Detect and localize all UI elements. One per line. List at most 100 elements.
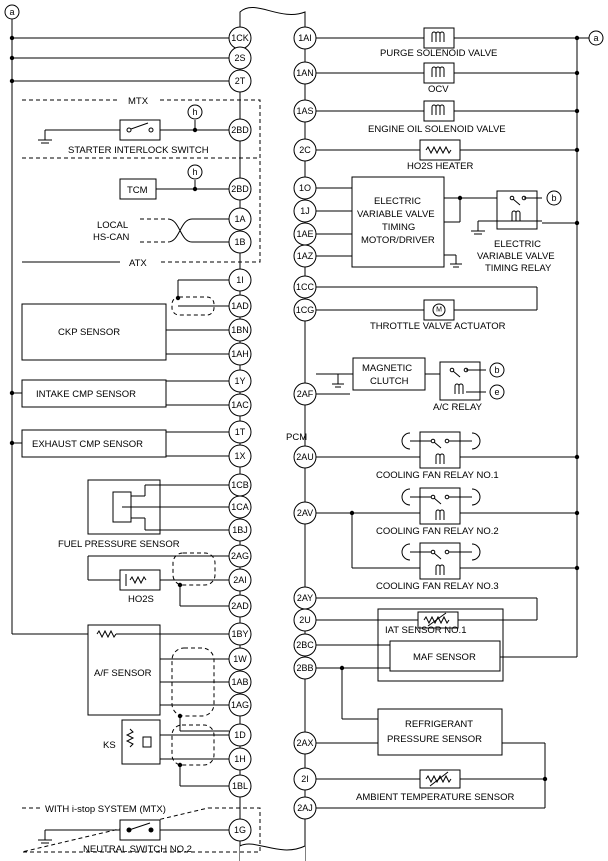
exhaust-cmp-sensor: EXHAUST CMP SENSOR <box>21 429 229 458</box>
pin-1X: 1X <box>234 451 245 461</box>
pin-2U: 2U <box>299 615 311 625</box>
pin-1AZ: 1AZ <box>297 251 314 261</box>
refrigerant-pressure-sensor: REFRIGERANT PRESSURE SENSOR <box>316 665 546 808</box>
ho2s: HO2S <box>87 552 229 607</box>
evvt-relay-label-2: VARIABLE VALVE <box>477 251 555 262</box>
ks-label: KS <box>103 740 116 751</box>
mag-clutch-label-1: MAGNETIC <box>362 363 412 374</box>
cooling-fan-relay-1: COOLING FAN RELAY NO.1 <box>316 431 499 481</box>
ocv: OCV <box>316 62 455 95</box>
fuel-pressure-sensor: FUEL PRESSURE SENSOR <box>58 479 229 550</box>
pin-1G: 1G <box>234 825 246 835</box>
pin-2AD: 2AD <box>231 601 249 611</box>
mag-clutch-label-2: CLUTCH <box>370 376 409 387</box>
pin-1BN: 1BN <box>231 325 249 335</box>
iat-label: IAT SENSOR NO.1 <box>385 625 466 636</box>
evvt-label-3: TIMING <box>382 222 415 233</box>
left-bus: a <box>4 4 229 635</box>
purge-label: PURGE SOLENOID VALVE <box>380 48 497 59</box>
local-hs-can: LOCAL HS-CAN <box>93 218 229 243</box>
pin-1I: 1I <box>236 275 244 285</box>
pin-1T: 1T <box>235 427 246 437</box>
pin-1CA: 1CA <box>231 502 249 512</box>
connector-h-mtx: h <box>192 107 197 117</box>
throttle-valve-actuator: M THROTTLE VALVE ACTUATOR <box>316 286 538 332</box>
pin-2AG: 2AG <box>231 551 249 561</box>
pin-2AX: 2AX <box>296 738 313 748</box>
pin-1J: 1J <box>300 206 310 216</box>
throttle-label: THROTTLE VALVE ACTUATOR <box>370 321 506 332</box>
pin-2AU: 2AU <box>296 452 314 462</box>
starter-interlock-switch: h STARTER INTERLOCK SWITCH <box>38 104 229 156</box>
pin-1CC: 1CC <box>296 282 315 292</box>
pin-1AG: 1AG <box>231 700 249 710</box>
pin-1B: 1B <box>234 237 245 247</box>
ocv-label: OCV <box>428 84 449 95</box>
hscan-label-1: LOCAL <box>97 220 128 231</box>
pin-1CK: 1CK <box>231 33 249 43</box>
ambient-temperature-sensor: AMBIENT TEMPERATURE SENSOR <box>316 769 548 809</box>
connector-b-ac: b <box>494 365 499 375</box>
pin-1Y: 1Y <box>234 376 245 386</box>
hscan-label-2: HS-CAN <box>93 232 130 243</box>
connector-a-right: a <box>593 33 598 43</box>
pin-1BJ: 1BJ <box>232 525 248 535</box>
pin-1A: 1A <box>234 214 245 224</box>
pin-2C: 2C <box>299 145 311 155</box>
tcm-label: TCM <box>127 185 148 196</box>
connector-e-ac: e <box>494 387 499 397</box>
engine-oil-solenoid-valve: ENGINE OIL SOLENOID VALVE <box>316 100 506 135</box>
ambient-label: AMBIENT TEMPERATURE SENSOR <box>356 792 514 803</box>
left-pins: 1CK 2S 2T 2BD 2BD 1A 1B 1I 1AD 1BN 1AH 1… <box>228 26 252 842</box>
fan1-label: COOLING FAN RELAY NO.1 <box>376 470 499 481</box>
ckp-sensor-group: CKP SENSOR <box>21 279 229 361</box>
af-sensor: A/F SENSOR <box>87 624 229 732</box>
istop-label: WITH i-stop SYSTEM (MTX) <box>45 804 166 815</box>
refrig-label-2: PRESSURE SENSOR <box>387 734 482 745</box>
ac-relay-group: MAGNETIC CLUTCH b e A/C RELAY <box>316 357 505 413</box>
intake-cmp-sensor: INTAKE CMP SENSOR <box>21 379 229 408</box>
pin-1AS: 1AS <box>296 106 313 116</box>
cooling-fan-relay-2: COOLING FAN RELAY NO.2 <box>316 487 499 568</box>
svg-text:M: M <box>436 307 442 314</box>
pcm-body: PCM <box>239 7 307 861</box>
connector-h-atx: h <box>192 167 197 177</box>
connector-a-left: a <box>9 7 14 17</box>
pin-1AI: 1AI <box>298 33 312 43</box>
connector-b-evvt: b <box>551 193 556 203</box>
pin-1H: 1H <box>234 754 246 764</box>
intake-cmp-label: INTAKE CMP SENSOR <box>36 389 136 400</box>
pin-1BL: 1BL <box>232 781 248 791</box>
tcm: TCM h <box>119 164 229 200</box>
purge-solenoid-valve: PURGE SOLENOID VALVE <box>316 27 577 59</box>
neutral-switch-label: NEUTRAL SWITCH NO.2 <box>83 844 192 855</box>
pin-1AE: 1AE <box>296 229 313 239</box>
pin-1CG: 1CG <box>296 305 315 315</box>
fan3-label: COOLING FAN RELAY NO.3 <box>376 581 499 592</box>
pin-1W: 1W <box>233 654 247 664</box>
pin-1AN: 1AN <box>296 68 314 78</box>
refrig-label-1: REFRIGERANT <box>405 719 473 730</box>
pin-1AB: 1AB <box>231 677 248 687</box>
fan2-label: COOLING FAN RELAY NO.2 <box>376 526 499 537</box>
starter-interlock-label: STARTER INTERLOCK SWITCH <box>68 145 209 156</box>
pin-2AF: 2AF <box>297 389 314 399</box>
evvt-relay: b ELECTRIC VARIABLE VALVE TIMING RELAY <box>471 190 562 274</box>
evvt-label-4: MOTOR/DRIVER <box>361 235 435 246</box>
pin-2AJ: 2AJ <box>297 803 313 813</box>
istop-region: WITH i-stop SYSTEM (MTX) NEUTRAL SWITCH … <box>21 804 261 855</box>
pin-1O: 1O <box>299 183 311 193</box>
iat-maf-sensor: IAT SENSOR NO.1 MAF SENSOR <box>316 597 538 682</box>
evvt-label-2: VARIABLE VALVE <box>357 209 435 220</box>
fuel-pressure-label: FUEL PRESSURE SENSOR <box>58 539 180 550</box>
knock-sensor: KS <box>103 719 229 787</box>
pin-2I: 2I <box>301 774 309 784</box>
oil-solenoid-label: ENGINE OIL SOLENOID VALVE <box>368 124 506 135</box>
mtx-label: MTX <box>128 96 149 107</box>
evvt-relay-label-1: ELECTRIC <box>494 239 541 250</box>
ho2s-label: HO2S <box>128 594 154 605</box>
pin-2AV: 2AV <box>297 508 313 518</box>
atx-label: ATX <box>129 258 147 269</box>
exhaust-cmp-label: EXHAUST CMP SENSOR <box>32 439 143 450</box>
